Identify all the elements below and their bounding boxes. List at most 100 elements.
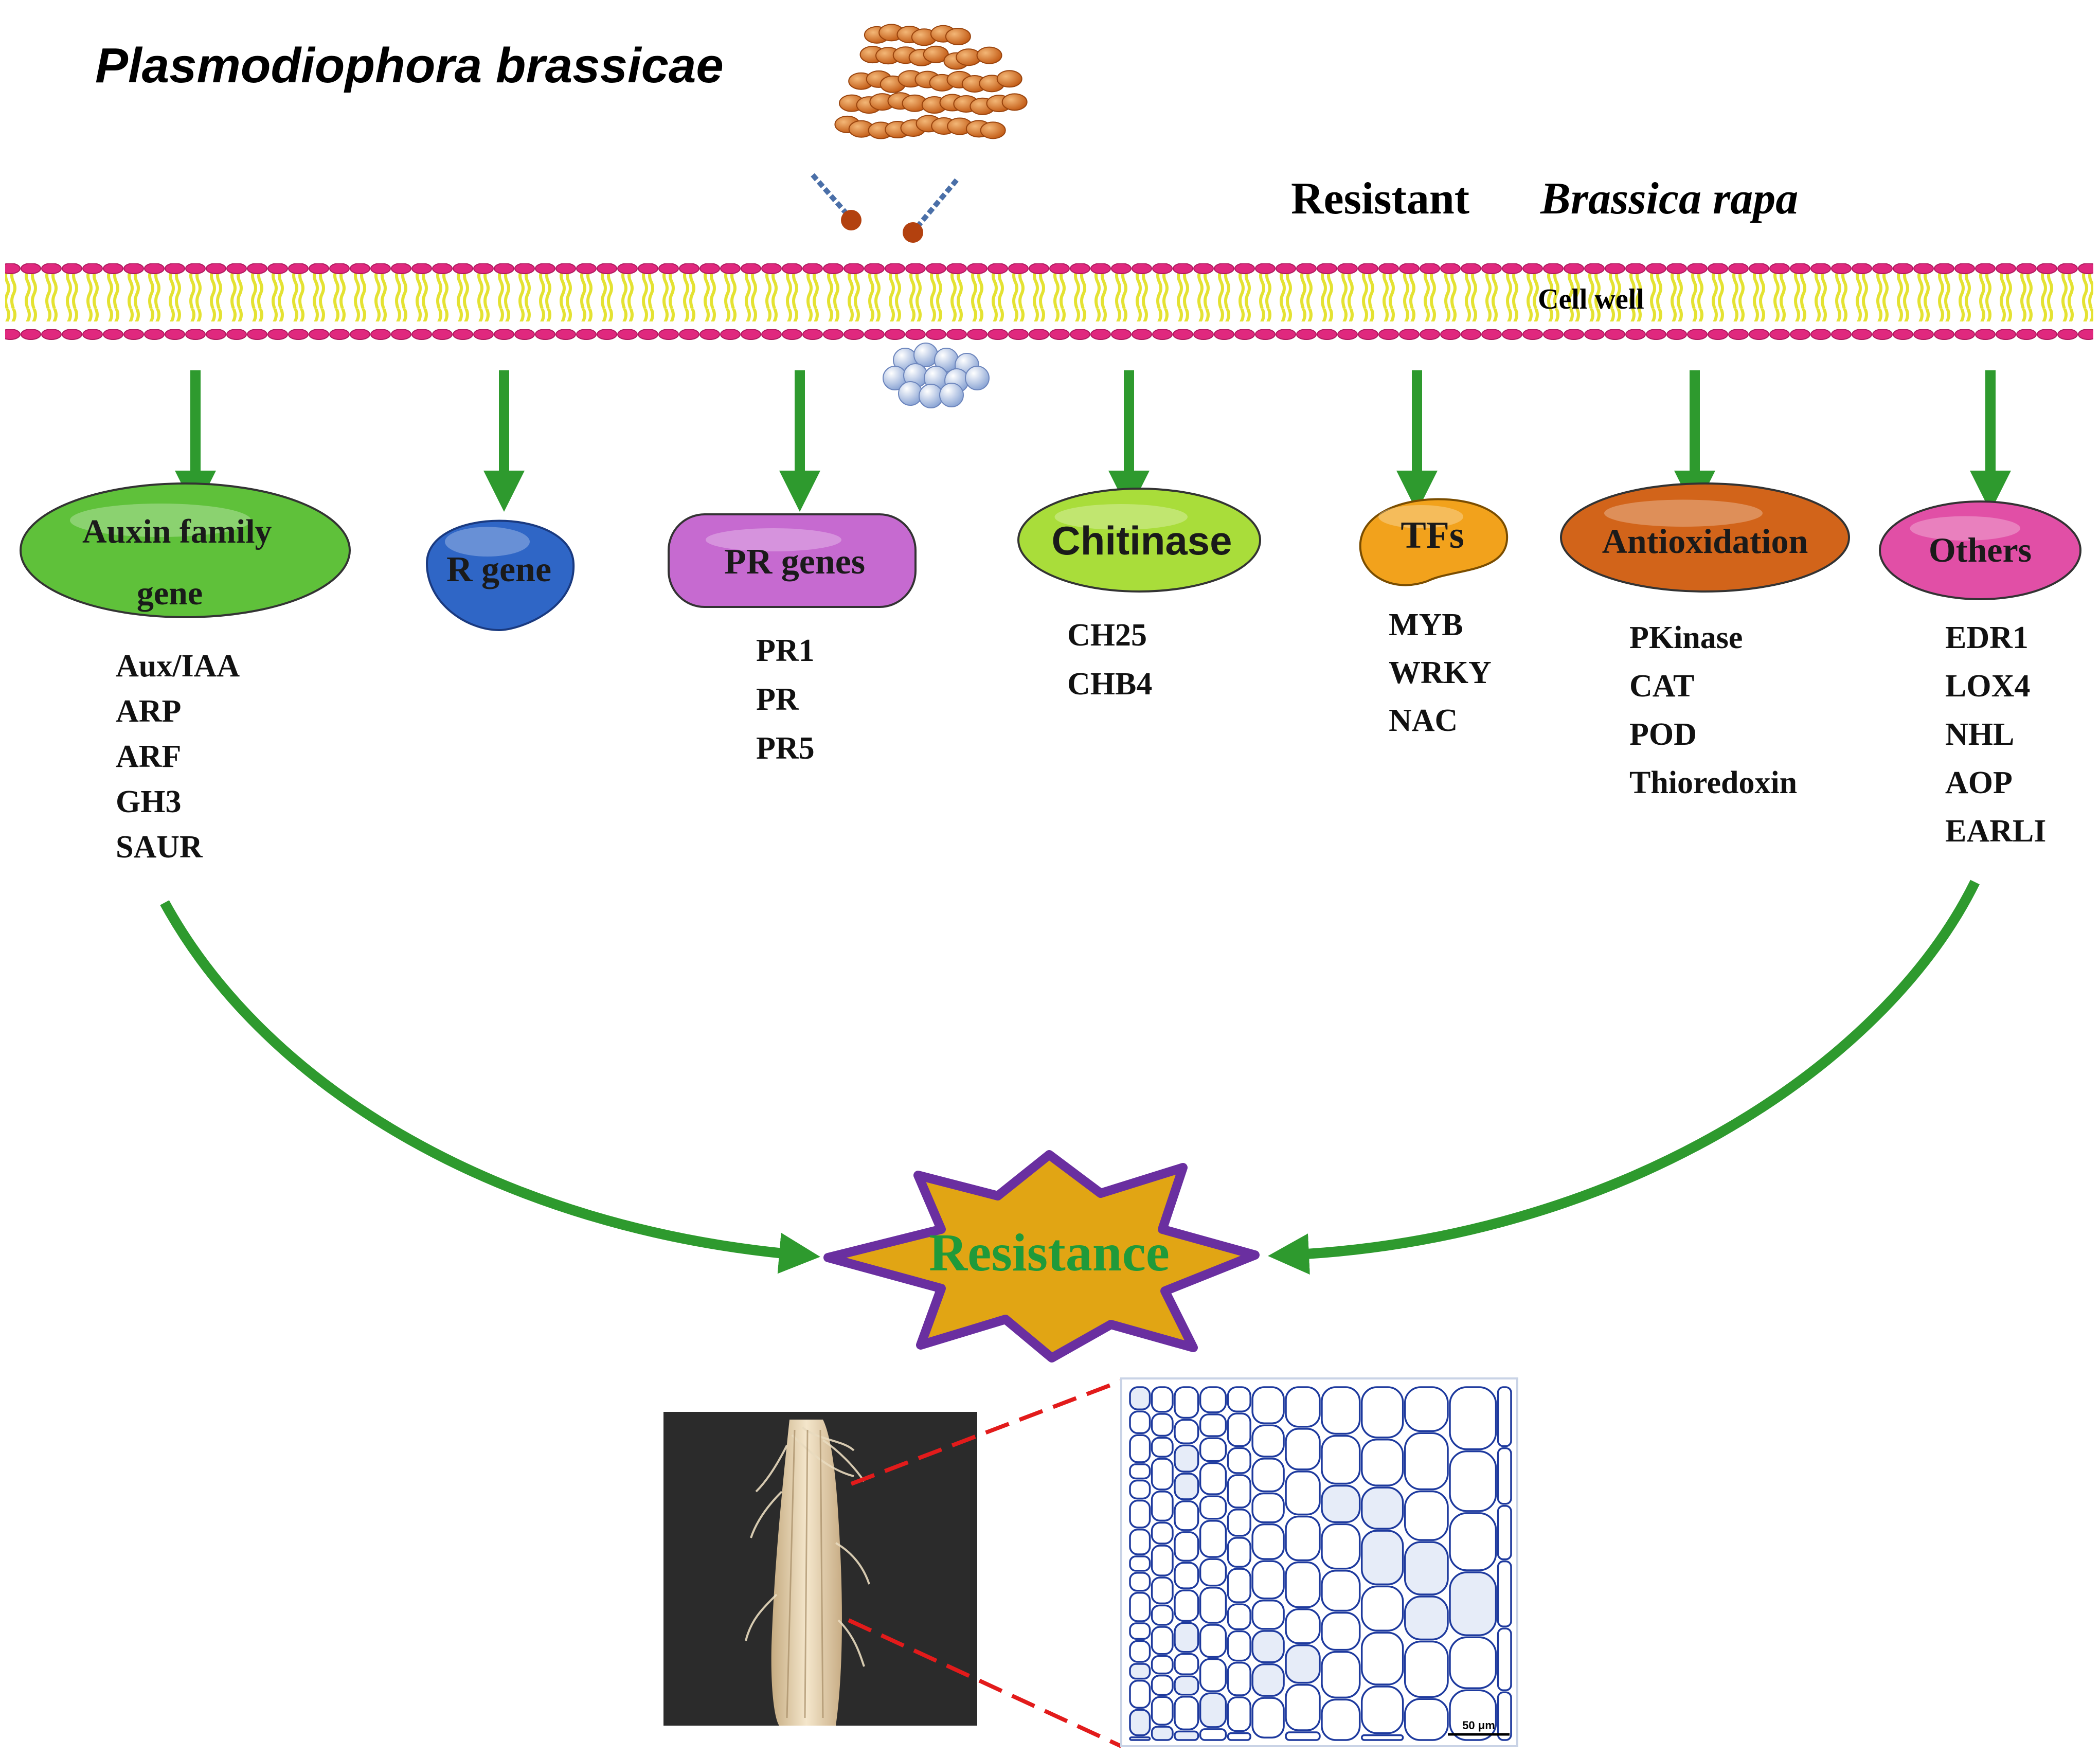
cell xyxy=(1404,1386,1449,1432)
zoom-line-bottom xyxy=(848,1618,1122,1748)
micrograph: 50 μm xyxy=(1120,1377,1518,1747)
cell xyxy=(1199,1558,1227,1587)
cell xyxy=(1199,1520,1227,1558)
host-prefix: Resistant xyxy=(1291,174,1469,224)
root-photo xyxy=(663,1412,977,1726)
cell xyxy=(1285,1386,1321,1428)
cell xyxy=(1129,1709,1151,1736)
gene-label: CH25 xyxy=(1067,618,1147,653)
cell xyxy=(1151,1491,1174,1522)
gene-label: SAUR xyxy=(116,830,203,865)
cell xyxy=(1227,1412,1251,1447)
resistance-label: Resistance xyxy=(929,1223,1170,1282)
cell xyxy=(1497,1627,1512,1692)
cell xyxy=(1174,1589,1199,1622)
cell xyxy=(1151,1674,1174,1696)
cell xyxy=(1321,1651,1361,1699)
cell xyxy=(1360,1585,1404,1632)
cell xyxy=(1174,1622,1199,1653)
cell xyxy=(1251,1697,1285,1738)
category-label-line2: gene xyxy=(137,575,203,612)
cell xyxy=(1251,1600,1285,1630)
cell xyxy=(1321,1611,1361,1651)
cell xyxy=(1360,1734,1404,1741)
cell xyxy=(1227,1732,1251,1741)
resistance-burst xyxy=(823,1150,1260,1362)
cell xyxy=(1129,1663,1151,1680)
cell xyxy=(1321,1698,1361,1741)
gene-label: NAC xyxy=(1389,703,1458,738)
host-species: Brassica rapa xyxy=(1540,174,1798,224)
cell xyxy=(1360,1486,1404,1530)
cell xyxy=(1227,1447,1251,1474)
cell xyxy=(1227,1568,1251,1603)
cell xyxy=(1129,1499,1151,1529)
category-shape xyxy=(20,482,351,618)
cell xyxy=(1129,1434,1151,1463)
bubble xyxy=(965,366,990,390)
cell xyxy=(1129,1640,1151,1663)
cell xyxy=(1449,1512,1497,1571)
cell xyxy=(1404,1541,1449,1595)
cell xyxy=(1285,1683,1321,1731)
spore xyxy=(1001,93,1028,111)
cell xyxy=(1151,1726,1174,1741)
cell xyxy=(1199,1692,1227,1728)
cell xyxy=(1285,1731,1321,1741)
cell xyxy=(1227,1386,1251,1413)
scale-bar-label: 50 μm xyxy=(1462,1719,1495,1732)
cell xyxy=(1251,1386,1285,1425)
pathogen-spore-cluster xyxy=(834,24,1028,139)
cell xyxy=(1321,1569,1361,1612)
cell xyxy=(1174,1695,1199,1731)
gene-label: LOX4 xyxy=(1945,669,2030,704)
cell xyxy=(1151,1626,1174,1655)
gene-label: ARP xyxy=(116,694,181,729)
cell xyxy=(1199,1728,1227,1741)
right-converging-arrow xyxy=(1268,880,1980,1275)
gene-label: PR xyxy=(756,682,799,717)
spore xyxy=(980,121,1006,139)
cell xyxy=(1227,1603,1251,1630)
cell xyxy=(1199,1624,1227,1658)
cell xyxy=(1360,1438,1404,1486)
category-label: Chitinase xyxy=(1051,518,1232,563)
cell xyxy=(1129,1736,1151,1741)
cell xyxy=(1404,1698,1449,1741)
category-shape xyxy=(1879,500,2081,600)
cell xyxy=(1449,1450,1497,1512)
cell xyxy=(1174,1500,1199,1531)
cell xyxy=(1251,1424,1285,1458)
cell xyxy=(1321,1386,1361,1435)
cell xyxy=(1199,1658,1227,1692)
cell xyxy=(1449,1689,1497,1741)
zoom-line-top xyxy=(850,1379,1122,1486)
cell xyxy=(1151,1437,1174,1458)
cell xyxy=(1227,1696,1251,1732)
cell xyxy=(1285,1471,1321,1516)
category-r-gene: R gene xyxy=(425,370,575,632)
cell xyxy=(1321,1484,1361,1523)
gene-label: PR1 xyxy=(756,633,815,668)
category-label: TFs xyxy=(1401,514,1464,557)
cell xyxy=(1251,1492,1285,1523)
cell xyxy=(1199,1413,1227,1437)
pathogen-name: Plasmodiophora brassicae xyxy=(95,38,724,93)
cell xyxy=(1151,1604,1174,1626)
cell xyxy=(1151,1696,1174,1726)
category-shape xyxy=(425,519,575,632)
cell xyxy=(1129,1410,1151,1435)
gene-label: Aux/IAA xyxy=(116,649,240,684)
spore xyxy=(976,46,1002,64)
cell xyxy=(1227,1474,1251,1509)
cell xyxy=(1199,1495,1227,1520)
cell xyxy=(1174,1419,1199,1444)
cell xyxy=(1199,1587,1227,1624)
gene-label: EDR1 xyxy=(1945,620,2029,655)
